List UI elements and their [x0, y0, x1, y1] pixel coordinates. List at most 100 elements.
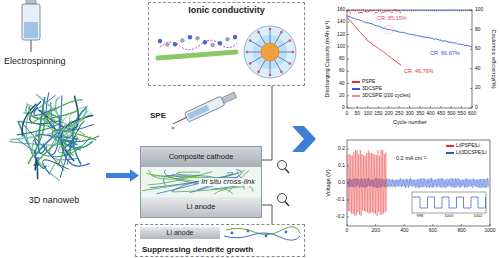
tick: [430, 106, 431, 108]
efficiency-dot: [386, 10, 387, 11]
chevron-arrow: [292, 126, 316, 152]
label-text: 0: [342, 105, 345, 111]
legend-swatch: [352, 81, 360, 83]
legend-text: 3DCSPE: [362, 86, 382, 92]
tick: [490, 224, 491, 226]
tick: [388, 106, 389, 108]
efficiency-dot: [401, 10, 402, 11]
ion: [257, 71, 260, 74]
label-text: 0: [475, 105, 478, 111]
label-text: 80: [475, 27, 481, 33]
fiber-group: [10, 92, 100, 180]
ion: [265, 235, 268, 238]
label-text: 0.1: [338, 163, 345, 169]
tick: [470, 10, 472, 11]
efficiency-dot: [442, 10, 443, 11]
efficiency-dot: [444, 10, 445, 11]
label-text: 40: [475, 66, 481, 72]
connector: [262, 86, 272, 160]
efficiency-dot: [465, 10, 466, 11]
chain: [278, 41, 290, 48]
ion: [249, 39, 252, 42]
chain: [250, 57, 262, 64]
connector-line: [106, 173, 132, 178]
voltage-trace: [348, 150, 387, 216]
efficiency-dot: [366, 11, 367, 12]
efficiency-dot: [359, 10, 360, 11]
nanofiber: [35, 160, 38, 179]
label-text: 150: [374, 111, 382, 117]
label-text: 200: [372, 228, 380, 234]
efficiency-dot: [356, 9, 357, 10]
efficiency-dot: [370, 10, 371, 11]
polymer-chain: [158, 35, 237, 47]
ion: [285, 231, 288, 234]
tick: [419, 106, 420, 108]
syringe: [171, 90, 238, 128]
magnifier: [278, 161, 290, 174]
node-text: In situ cross-link: [199, 178, 257, 187]
node-text: Li anode: [187, 203, 216, 212]
lens: [278, 194, 287, 203]
label-text: -0.2: [336, 214, 345, 220]
chain: [259, 32, 266, 44]
monomer: [203, 40, 207, 44]
node-text: Li anode: [167, 229, 194, 237]
connector: [262, 205, 272, 224]
efficiency-dot: [409, 10, 410, 11]
legend-text: Li|PSPE|Li: [456, 143, 480, 149]
anode-layer: Li anode: [140, 227, 220, 239]
anode-layer: Li anode: [141, 197, 261, 217]
efficiency-dot: [351, 10, 352, 11]
highlight-ring: [384, 26, 394, 34]
efficiency-dot: [380, 10, 381, 11]
efficiency-dot: [385, 11, 386, 12]
efficiency-dot: [391, 12, 392, 13]
ion: [246, 51, 249, 54]
efficiency-dot: [386, 10, 387, 11]
tick: [461, 224, 462, 226]
label-text: 500: [447, 111, 455, 117]
efficiency-dot: [350, 12, 351, 13]
capacity-curve: [347, 17, 401, 65]
label-text: 200: [385, 111, 393, 117]
efficiency-dot: [398, 10, 399, 11]
legend-text: 3DCSPE (200 cycles): [362, 93, 410, 99]
tick: [378, 106, 379, 108]
label-text: 350: [416, 111, 424, 117]
label-text: 998: [417, 214, 424, 218]
efficiency-dot: [405, 10, 406, 11]
fiber: [224, 233, 300, 240]
monomer: [233, 35, 237, 39]
efficiency-dot: [390, 10, 391, 11]
tick: [347, 10, 349, 11]
tick: [404, 224, 405, 226]
tick: [347, 59, 349, 60]
drop: [171, 126, 174, 129]
nanofiber: [214, 189, 233, 194]
ion-path: [160, 40, 238, 50]
label-text: 0: [346, 228, 349, 234]
chain: [275, 32, 282, 44]
tick: [461, 106, 462, 108]
efficiency-dot: [365, 10, 366, 11]
monomer: [173, 42, 177, 46]
efficiency-dot: [394, 10, 395, 11]
tick: [347, 22, 349, 23]
efficiency-dot: [361, 10, 362, 11]
barrel: [184, 96, 224, 122]
efficiency-dot: [393, 10, 394, 11]
efficiency-dot: [459, 10, 460, 11]
tick: [347, 106, 348, 108]
tick: [432, 224, 433, 226]
efficiency-dot: [346, 10, 347, 11]
label-text: 1000: [485, 228, 496, 234]
ion: [280, 71, 283, 74]
efficiency-dot: [463, 10, 464, 11]
legend-swatch: [352, 95, 360, 97]
label-text: 80: [339, 56, 345, 62]
efficiency-dot: [403, 10, 404, 11]
nanofiber: [172, 187, 245, 192]
label-text: 0.2: [338, 146, 345, 152]
tick: [347, 149, 349, 150]
